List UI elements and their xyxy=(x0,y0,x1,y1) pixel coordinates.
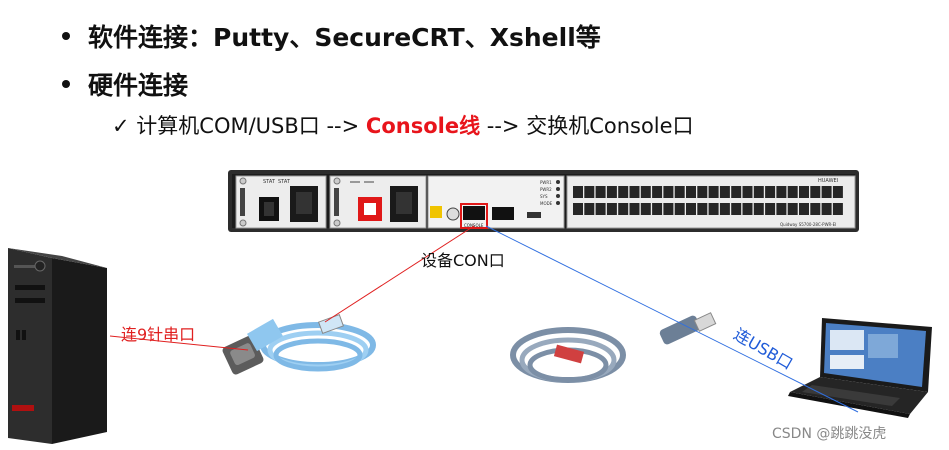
ethernet-port xyxy=(787,186,798,198)
console-connection-line-red xyxy=(324,225,475,323)
ethernet-port xyxy=(595,203,606,215)
ethernet-port xyxy=(674,203,685,215)
ethernet-port xyxy=(799,203,809,215)
ethernet-port xyxy=(719,203,730,215)
svg-text:MODE: MODE xyxy=(540,201,553,206)
connection-path: ✓ 计算机COM/USB口 --> Console线 --> 交换机Consol… xyxy=(112,110,694,140)
ethernet-port xyxy=(584,203,595,215)
ethernet-port xyxy=(652,203,663,215)
ethernet-port xyxy=(810,186,821,198)
svg-text:PWR2: PWR2 xyxy=(540,187,552,192)
ethernet-port xyxy=(765,186,776,198)
ethernet-port xyxy=(640,203,651,215)
bullet-dot xyxy=(62,32,70,40)
software-connection-text: 软件连接：Putty、SecureCRT、Xshell等 xyxy=(88,23,601,52)
ethernet-port xyxy=(799,186,809,198)
console-cable-usb xyxy=(510,312,717,383)
psu-stat-label: STAT xyxy=(263,179,276,185)
ethernet-port xyxy=(776,203,787,215)
desktop-pc xyxy=(8,248,107,444)
ethernet-port xyxy=(606,186,617,198)
switch-model: Quidway S5700-28C-PWR-EI xyxy=(780,222,836,227)
ethernet-port xyxy=(573,186,583,198)
svg-text:PWR1: PWR1 xyxy=(540,180,552,185)
ethernet-port xyxy=(753,203,764,215)
ethernet-port xyxy=(573,203,583,215)
usb-connection-line-blue xyxy=(485,225,859,413)
ethernet-port xyxy=(595,186,606,198)
laptop xyxy=(788,318,932,418)
ethernet-port xyxy=(686,203,696,215)
ethernet-port xyxy=(765,203,776,215)
bullet-dot xyxy=(62,80,70,88)
bullet-hardware-connection: 硬件连接 xyxy=(62,66,188,102)
ethernet-port xyxy=(686,186,696,198)
svg-text:SYS: SYS xyxy=(540,194,548,199)
ethernet-port xyxy=(606,203,617,215)
ethernet-port xyxy=(832,186,843,198)
switch-device: STAT STAT CONSOLE xyxy=(228,170,859,232)
ethernet-port xyxy=(719,186,730,198)
psu-stat-label: STAT xyxy=(278,179,291,185)
ethernet-port xyxy=(753,186,764,198)
ethernet-port xyxy=(674,186,685,198)
power-supply-1: STAT STAT xyxy=(235,175,327,229)
ethernet-port xyxy=(832,203,843,215)
console-cable-highlight: Console线 xyxy=(365,114,481,138)
ethernet-port xyxy=(787,203,798,215)
ethernet-port xyxy=(629,203,640,215)
ethernet-port xyxy=(708,186,719,198)
ethernet-port xyxy=(731,203,742,215)
switch-control-panel: CONSOLE PWR1 PWR2 SYS MODE xyxy=(427,175,565,229)
ethernet-port-bank: HUAWEI Quidway S5700-28C-PWR-EI xyxy=(566,175,856,229)
ethernet-port xyxy=(742,186,753,198)
ethernet-port xyxy=(652,186,663,198)
console-port xyxy=(463,206,485,220)
ethernet-port xyxy=(640,186,651,198)
ethernet-port xyxy=(584,186,595,198)
ethernet-port xyxy=(618,203,629,215)
ethernet-port xyxy=(697,186,708,198)
ethernet-port xyxy=(697,203,708,215)
ethernet-port xyxy=(708,203,719,215)
check-mark-icon: ✓ xyxy=(112,114,130,138)
bullet-software-connection: 软件连接：Putty、SecureCRT、Xshell等 xyxy=(62,18,601,54)
device-console-port-label: 设备CON口 xyxy=(421,251,505,270)
ethernet-port xyxy=(663,186,674,198)
serial-pointer-line xyxy=(109,335,249,351)
ethernet-port xyxy=(810,203,821,215)
path-part-computer: 计算机COM/USB口 --> xyxy=(136,114,360,138)
ethernet-port xyxy=(663,203,674,215)
console-cable-db9 xyxy=(222,313,376,375)
console-port-highlight xyxy=(460,203,488,229)
ethernet-port xyxy=(618,186,629,198)
serial-9pin-label: 连9针串口 xyxy=(121,325,196,344)
switch-brand: HUAWEI xyxy=(818,178,838,184)
ethernet-port xyxy=(742,203,753,215)
power-supply-2 xyxy=(329,175,427,229)
ethernet-port xyxy=(821,203,832,215)
ethernet-port xyxy=(629,186,640,198)
path-part-switch: --> 交换机Console口 xyxy=(486,114,694,138)
console-port-label: CONSOLE xyxy=(464,223,484,228)
ethernet-port xyxy=(821,186,832,198)
ethernet-port xyxy=(776,186,787,198)
ethernet-port xyxy=(731,186,742,198)
hardware-connection-text: 硬件连接 xyxy=(88,71,189,100)
watermark: CSDN @跳跳没虎 xyxy=(772,426,887,442)
